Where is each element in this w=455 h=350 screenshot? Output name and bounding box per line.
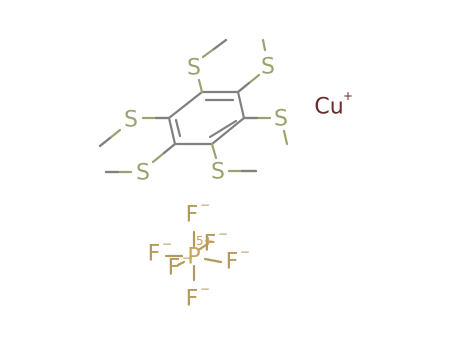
sulfur-atom: S: [136, 161, 150, 186]
fluorine-atom-upper-right: F: [204, 232, 217, 257]
phosphorus-atom: P: [187, 245, 200, 270]
ring-s-bond: [162, 142, 177, 155]
sulfur-atoms: S S S S S S: [124, 55, 288, 186]
p-f-bond: [176, 260, 186, 267]
ring-bond: [167, 116, 177, 146]
sulfur-atom: S: [261, 55, 275, 80]
fluorine-atom-lower-left: F: [168, 256, 181, 281]
fluorine-atom-bottom: F: [186, 287, 199, 312]
fluorine-atom-top: F: [186, 203, 199, 228]
copper-charge: +: [343, 89, 353, 103]
sulfur-atom: S: [211, 160, 225, 185]
benzene-ring: [167, 90, 246, 146]
ring-s-bond: [236, 81, 251, 94]
fluorine-charge: −: [240, 245, 250, 259]
s-methyl-bond: [212, 38, 228, 51]
ring-bond: [167, 90, 204, 120]
fluorine-charge: −: [200, 198, 210, 212]
s-methyl-bond: [98, 136, 112, 148]
sulfur-atom: S: [187, 56, 201, 81]
p-f-bond: [198, 243, 208, 251]
fluorine-charge: −: [162, 237, 172, 251]
s-methyl-bond: [261, 38, 267, 52]
sulfur-atom: S: [274, 107, 288, 132]
fluorine-charge: −: [182, 251, 192, 265]
s-methyl-bond: [282, 129, 289, 146]
copper-symbol: Cu: [314, 95, 343, 120]
fluorine-atom-right: F: [226, 250, 239, 275]
thioether-bonds: [98, 38, 289, 174]
ring-s-bond: [197, 78, 204, 94]
ring-double-bond: [174, 118, 182, 138]
phosphorus-charge: 5+: [196, 234, 214, 248]
fluorine-atom-left: F: [148, 242, 161, 267]
ring-double-bond: [208, 119, 238, 139]
hexafluorophosphate: F − F − F − F − F − F − P 5+: [148, 198, 250, 312]
fluorine-charge: −: [218, 227, 228, 241]
sulfur-atom: S: [124, 108, 138, 133]
ring-bond: [210, 116, 246, 146]
p-f-bond: [203, 257, 223, 264]
ring-bond: [236, 90, 246, 120]
ring-s-bond: [210, 142, 218, 160]
copper-cation: Cu +: [314, 89, 353, 120]
fluorine-charge: −: [200, 282, 210, 296]
